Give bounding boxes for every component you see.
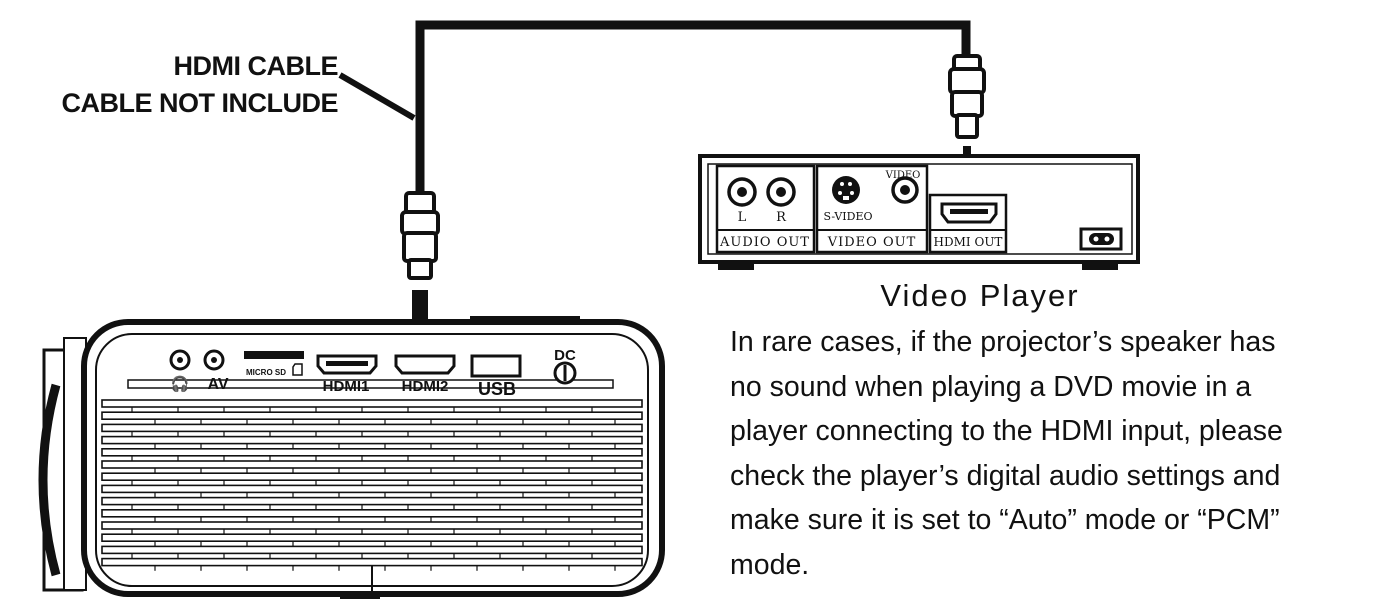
micro-sd-label: MICRO SD [246,368,286,377]
note-line: make sure it is set to “Auto” mode or “P… [730,504,1280,536]
note-line: no sound when playing a DVD movie in a [730,370,1252,403]
note-line: check the player’s digital audio setting… [730,459,1281,492]
hdmi2-label: HDMI2 [402,378,449,395]
vent-slat [101,460,643,469]
audio-l-label: L [738,210,747,225]
audio-out-panel [715,164,816,254]
hdmi1-label: HDMI1 [323,378,370,395]
vent-slat [101,508,643,518]
vent-slat [101,496,643,506]
sd-card-icon [292,363,303,376]
video-out-label: VIDEO OUT [827,235,917,250]
vent-slat [101,545,643,555]
audio-out-label: AUDIO OUT [719,235,810,250]
note-line: In rare cases, if the projector’s speake… [730,326,1276,358]
callout-hdmi-cable: HDMI CABLE [173,51,339,81]
note-line: mode. [730,548,810,581]
dc-label: DC [554,347,576,364]
usb-label: USB [478,379,516,399]
vent-slat [101,533,643,543]
callout-leader-line [338,72,416,121]
vent-slat [101,435,643,445]
vent-slat [101,557,643,567]
note-line: player connecting to the HDMI input, ple… [730,415,1283,447]
vent-slat [101,521,643,530]
micro-sd-slot [244,351,304,359]
video-player-caption: Video Player [880,278,1080,313]
video-player-device: L R AUDIO OUT VIDEO S-VIDEO VIDEO OUT HD… [698,154,1140,270]
vent-slat [101,484,643,494]
hdmi-connector-player [948,54,986,139]
note-paragraph: In rare cases, if the projector’s speake… [730,320,1370,587]
vent-slat [101,447,643,457]
usb-port [470,354,522,378]
vent-slat [101,472,643,482]
hdmi-out-label: HDMI OUT [934,235,1003,249]
av-label: AV [207,376,228,393]
vent-slat [101,399,643,408]
audio-r-label: R [776,210,787,225]
headphone-icon: 🎧 [171,375,190,393]
hdmi-cable [338,20,971,195]
projector-device: 🎧 AV MICRO SD HDMI1 HDMI2 USB DC [38,316,665,599]
video-label: VIDEO [885,170,921,181]
s-video-label: S-VIDEO [823,210,872,223]
hdmi-connector-projector [400,191,440,280]
s-video-port [832,176,860,204]
vent-slat [101,411,643,421]
projector-vent-grille [101,399,643,571]
callout-cable-not-included: CABLE NOT INCLUDE [61,88,339,118]
hdmi2-port [394,354,456,375]
vent-slat [101,423,643,433]
